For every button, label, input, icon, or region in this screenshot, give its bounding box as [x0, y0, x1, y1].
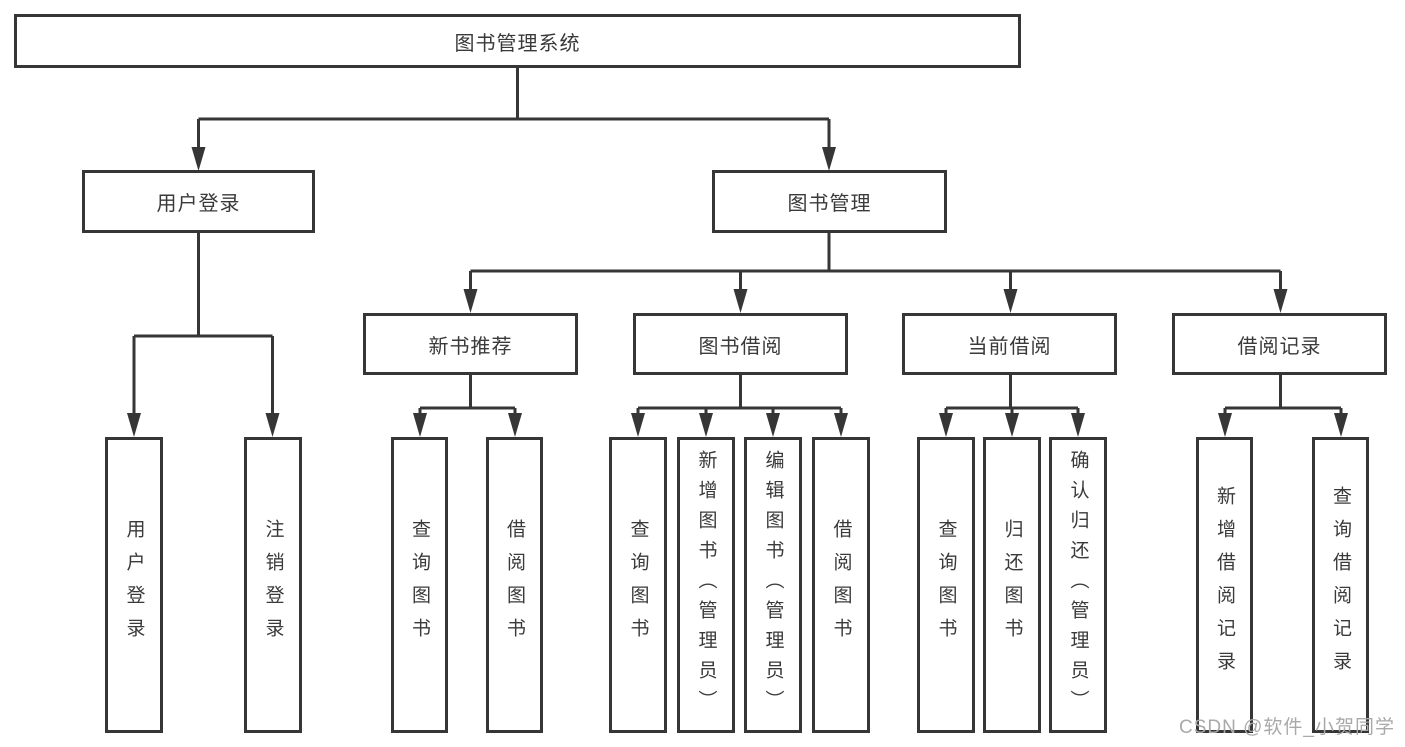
leaf-add-borrow-record: 新增借阅记录: [1196, 437, 1253, 733]
arrowhead: [822, 147, 836, 171]
arrowhead: [508, 413, 522, 437]
arrowhead: [939, 413, 953, 437]
node-current-borrowing: 当前借阅: [902, 313, 1117, 375]
node-label: 图书借阅: [698, 335, 783, 358]
node-borrowing-records: 借阅记录: [1172, 313, 1387, 375]
leaf-logout: 注销登录: [244, 437, 302, 733]
leaf-query-books-current: 查询图书: [917, 437, 975, 733]
node-label: 新书推荐: [428, 335, 513, 358]
arrowhead: [463, 289, 478, 313]
watermark: CSDN @软件_小贺同学: [1179, 717, 1395, 738]
arrowhead: [191, 147, 206, 171]
arrowhead: [127, 413, 141, 437]
arrowhead: [1273, 289, 1288, 313]
node-book-management: 图书管理: [712, 170, 947, 233]
node-label: 借阅图书: [504, 519, 525, 651]
arrowhead: [1218, 413, 1232, 437]
connector-borrowrecords-to-leaves: [1223, 375, 1343, 415]
node-label: 用户登录: [123, 519, 145, 651]
connector-currentborrow-to-leaves: [944, 375, 1080, 415]
leaf-query-books-borrow: 查询图书: [609, 437, 667, 733]
arrowhead: [733, 289, 748, 313]
node-label: 查询借阅记录: [1330, 486, 1351, 684]
leaf-user-login: 用户登录: [105, 437, 163, 733]
node-label: 新增借阅记录: [1214, 486, 1235, 684]
arrowhead: [766, 413, 780, 437]
leaf-add-books-admin: 新增图书（管理员）: [677, 437, 735, 733]
node-label: 图书管理系统: [454, 32, 581, 55]
node-label: 借阅记录: [1237, 335, 1322, 358]
node-label: 确认归还（管理员）: [1067, 450, 1089, 720]
node-label: 查询图书: [935, 519, 957, 651]
node-label: 归还图书: [1001, 519, 1023, 651]
node-label: 查询图书: [627, 519, 649, 651]
arrowhead: [413, 413, 427, 437]
arrowhead: [834, 413, 848, 437]
connector-root-to-level2: [197, 68, 831, 149]
node-label: 用户登录: [156, 193, 241, 215]
connector-newbook-to-leaves: [418, 375, 517, 415]
arrowhead: [1005, 413, 1019, 437]
leaf-edit-books-admin: 编辑图书（管理员）: [744, 437, 802, 733]
node-label: 编辑图书（管理员）: [762, 450, 784, 720]
node-user-login: 用户登录: [82, 170, 315, 233]
leaf-confirm-return-admin: 确认归还（管理员）: [1049, 437, 1107, 733]
leaf-return-books: 归还图书: [983, 437, 1041, 733]
leaf-borrow-books: 借阅图书: [812, 437, 870, 733]
connector-bookmgmt-to-level3: [469, 233, 1282, 291]
arrowhead: [265, 413, 280, 437]
leaf-borrow-books-recommend: 借阅图书: [486, 437, 543, 733]
node-label: 注销登录: [262, 519, 284, 651]
node-label: 借阅图书: [830, 519, 852, 651]
arrowhead: [699, 413, 713, 437]
node-book-borrowing: 图书借阅: [633, 313, 848, 375]
node-label: 当前借阅: [967, 335, 1052, 358]
connector-userlogin-to-leaves: [132, 233, 274, 415]
arrowhead: [1003, 289, 1018, 313]
connector-bookborrow-to-leaves: [636, 375, 843, 415]
node-label: 图书管理: [787, 193, 872, 215]
arrowhead: [631, 413, 645, 437]
arrowhead: [1334, 413, 1348, 437]
leaf-query-books-recommend: 查询图书: [391, 437, 448, 733]
node-root-library-management-system: 图书管理系统: [14, 14, 1021, 68]
leaf-query-borrow-record: 查询借阅记录: [1312, 437, 1369, 733]
node-label: 查询图书: [409, 519, 430, 651]
node-new-book-recommendation: 新书推荐: [363, 313, 578, 375]
arrowhead: [1071, 413, 1085, 437]
node-label: 新增图书（管理员）: [695, 450, 717, 720]
